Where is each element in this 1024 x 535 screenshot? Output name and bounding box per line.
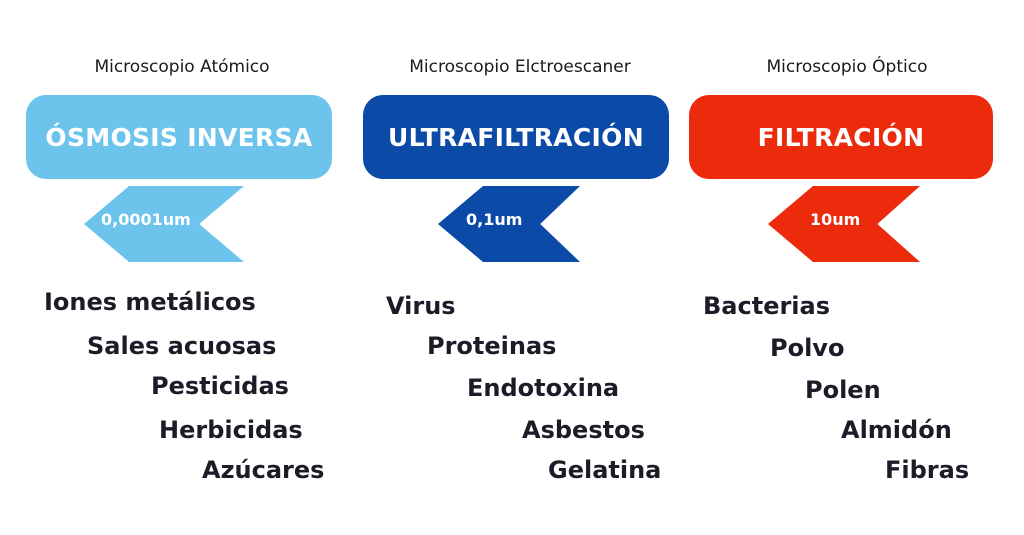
- column-ultrafiltration: Microscopio Elctroescaner ULTRAFILTRACIÓ…: [352, 0, 692, 535]
- list-item: Proteinas: [427, 332, 557, 360]
- scope-label-electron: Microscopio Elctroescaner: [409, 57, 631, 77]
- size-label-ultrafiltration: 0,1um: [466, 209, 523, 229]
- list-item: Endotoxina: [467, 374, 620, 402]
- process-label-ultrafiltration: ULTRAFILTRACIÓN: [388, 122, 644, 152]
- process-pill-filtration: FILTRACIÓN: [689, 95, 993, 179]
- size-label-filtration: 10um: [810, 209, 861, 229]
- list-item: Iones metálicos: [44, 288, 256, 316]
- list-item: Almidón: [841, 416, 952, 444]
- scope-label-optical: Microscopio Óptico: [766, 57, 928, 77]
- size-arrow-osmosis: 0,0001um: [84, 186, 244, 262]
- list-item: Asbestos: [522, 416, 645, 444]
- list-item: Pesticidas: [151, 372, 289, 400]
- list-item: Polvo: [770, 334, 845, 362]
- process-pill-osmosis: ÓSMOSIS INVERSA: [26, 95, 332, 179]
- list-item: Polen: [805, 376, 881, 404]
- list-item: Azúcares: [202, 456, 325, 484]
- size-arrow-filtration: 10um: [768, 186, 920, 262]
- size-label-osmosis: 0,0001um: [101, 209, 191, 229]
- process-label-filtration: FILTRACIÓN: [757, 122, 925, 152]
- list-item: Virus: [386, 292, 456, 320]
- column-filtration: Microscopio Óptico FILTRACIÓN 10um Bacte…: [677, 0, 1017, 535]
- scope-label-atomic: Microscopio Atómico: [94, 57, 270, 77]
- size-arrow-ultrafiltration: 0,1um: [438, 186, 580, 262]
- list-item: Sales acuosas: [87, 332, 277, 360]
- list-item: Herbicidas: [159, 416, 303, 444]
- column-osmosis: Microscopio Atómico ÓSMOSIS INVERSA 0,00…: [12, 0, 352, 535]
- process-label-osmosis: ÓSMOSIS INVERSA: [45, 122, 313, 152]
- list-item: Bacterias: [703, 292, 831, 320]
- list-item: Fibras: [885, 456, 970, 484]
- list-item: Gelatina: [548, 456, 662, 484]
- process-pill-ultrafiltration: ULTRAFILTRACIÓN: [363, 95, 669, 179]
